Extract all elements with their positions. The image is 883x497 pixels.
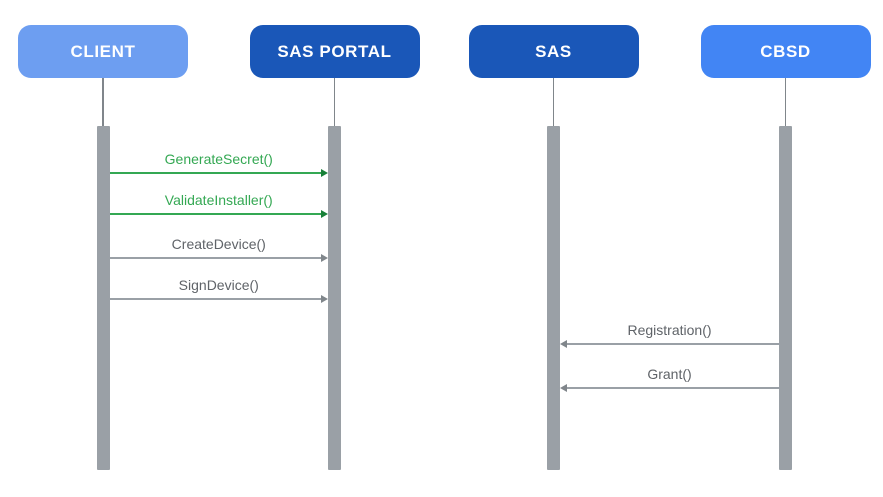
arrowhead-right-icon [321,295,328,303]
message-label-signdevice: SignDevice() [178,277,259,293]
activation-bar-sas-portal [328,126,341,470]
arrowhead-right-icon [321,254,328,262]
arrowhead-left-icon [560,384,567,392]
message-line-grant [567,387,779,389]
lifeline-cbsd [784,78,787,126]
actor-box-client: CLIENT [18,25,188,78]
arrowhead-right-icon [321,169,328,177]
message-line-generatesecret [109,172,321,174]
actor-label-client: CLIENT [70,41,136,61]
message-line-createdevice [109,257,321,259]
message-label-generatesecret: GenerateSecret() [164,151,273,167]
message-label-createdevice: CreateDevice() [171,236,266,252]
lifeline-sas [552,78,555,126]
actor-box-sas-portal: SAS PORTAL [249,25,420,78]
message-line-registration [567,343,779,345]
activation-bar-sas [547,126,560,470]
message-line-signdevice [109,298,321,300]
actor-label-cbsd: CBSD [760,41,811,61]
actor-box-cbsd: CBSD [700,25,871,78]
message-label-validateinstaller: ValidateInstaller() [164,192,273,208]
message-label-grant: Grant() [647,366,692,382]
actor-label-sas: SAS [535,41,572,61]
message-line-validateinstaller [109,213,321,215]
actor-box-sas: SAS [468,25,639,78]
actor-label-sas-portal: SAS PORTAL [277,41,392,61]
activation-bar-cbsd [779,126,792,470]
lifeline-client [102,78,104,126]
activation-bar-client [96,126,110,470]
arrowhead-right-icon [321,210,328,218]
arrowhead-left-icon [560,340,567,348]
message-label-registration: Registration() [627,322,712,338]
lifeline-sas-portal [333,78,336,126]
